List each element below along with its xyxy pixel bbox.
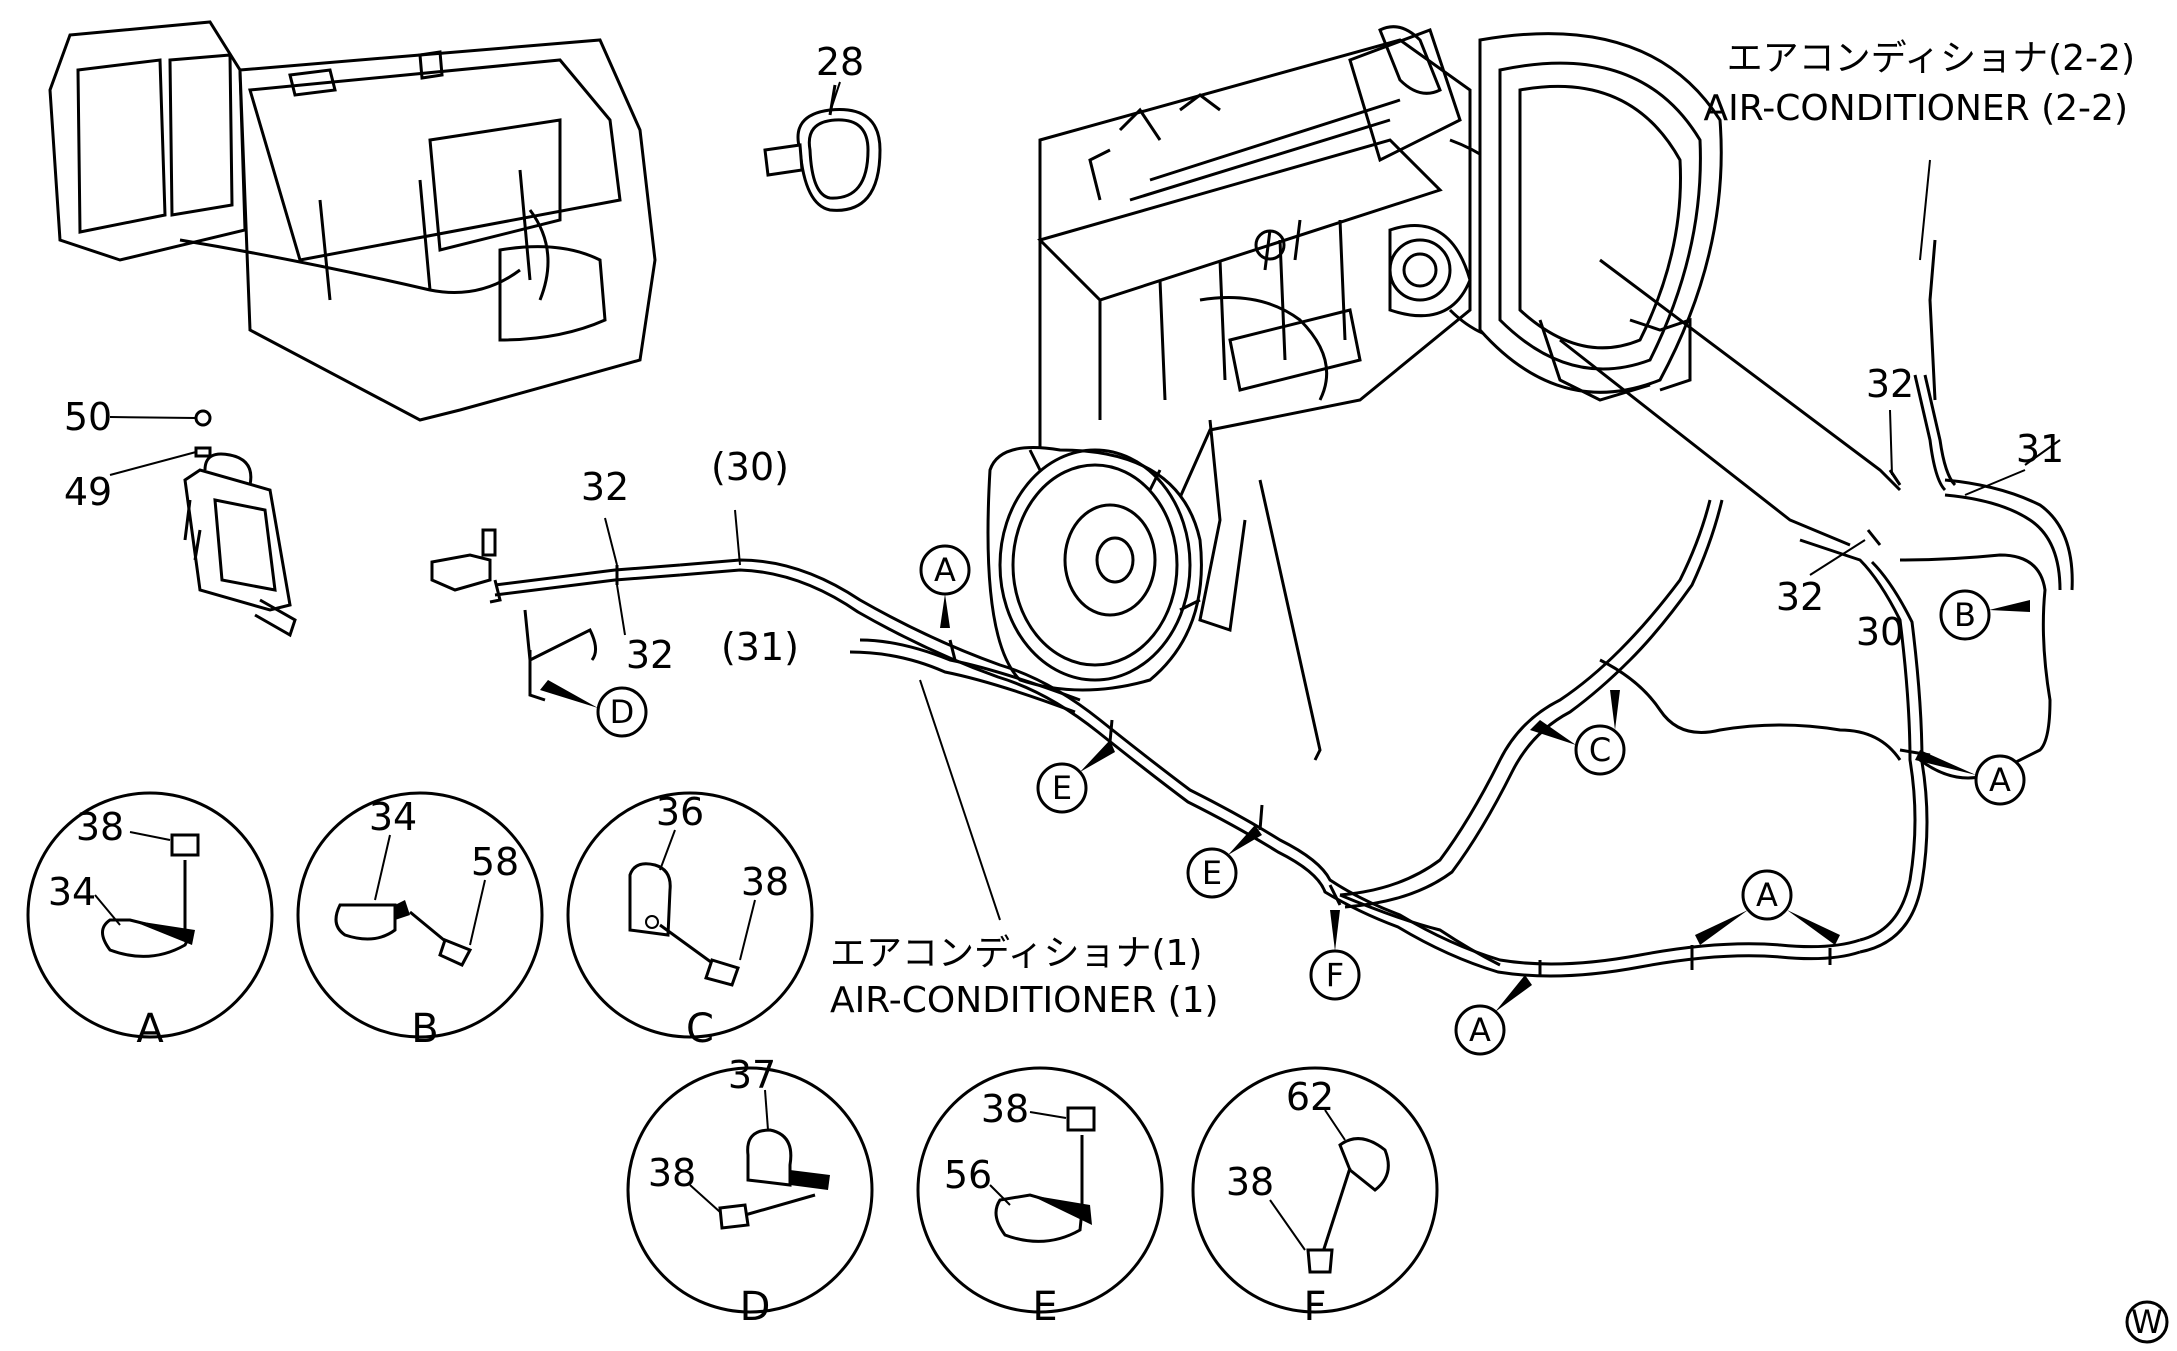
detail-F-label: F xyxy=(1303,1284,1326,1330)
detail-view-C: 36 38 C xyxy=(566,790,814,1052)
view-ref-B: B xyxy=(1939,589,2030,641)
view-ref-A4: A xyxy=(1695,869,1840,945)
callout-32-a: 32 xyxy=(581,465,629,509)
view-ref-E1: E xyxy=(1036,740,1115,814)
receiver-bracket-illustration xyxy=(183,409,297,638)
flywheel-housing-illustration xyxy=(986,446,1203,692)
title-ac22-jp: エアコンディショナ(2-2) xyxy=(1727,38,2135,79)
detail-C-part-2: 38 xyxy=(741,860,789,904)
svg-text:A: A xyxy=(1989,761,2011,799)
callout-30-paren: (30) xyxy=(711,445,789,489)
excavator-illustration xyxy=(48,20,657,422)
detail-view-E: 38 56 E xyxy=(916,1066,1164,1330)
detail-view-A: 38 34 A xyxy=(26,791,274,1052)
callout-49: 49 xyxy=(64,470,112,514)
callout-32-b: 32 xyxy=(626,633,674,677)
callout-31: 31 xyxy=(2016,427,2064,471)
callout-31-paren: (31) xyxy=(721,625,799,669)
view-ref-A2: A xyxy=(1915,750,2026,806)
view-ref-C: C xyxy=(1530,690,1626,776)
view-ref-E2: E xyxy=(1186,825,1262,899)
detail-A-part-2: 34 xyxy=(48,870,96,914)
callout-28: 28 xyxy=(816,40,864,84)
detail-C-part-1: 36 xyxy=(656,790,704,834)
svg-text:A: A xyxy=(1469,1011,1491,1049)
callout-32-d: 32 xyxy=(1776,575,1824,619)
svg-text:A: A xyxy=(1756,876,1778,914)
svg-text:C: C xyxy=(1589,731,1611,769)
title-ac1-en: AIR-CONDITIONER (1) xyxy=(830,980,1219,1021)
detail-B-part-1: 34 xyxy=(369,795,417,839)
detail-B-part-2: 58 xyxy=(471,840,519,884)
fan-shroud-illustration xyxy=(1478,32,1723,402)
callout-50: 50 xyxy=(64,395,112,439)
detail-view-F: 62 38 F xyxy=(1191,1066,1439,1330)
detail-C-label: C xyxy=(686,1006,714,1052)
detail-D-part-2: 38 xyxy=(648,1151,696,1195)
svg-text:W: W xyxy=(2131,1303,2163,1341)
detail-view-D: 37 38 D xyxy=(626,1053,874,1330)
detail-view-B: 34 58 B xyxy=(296,791,544,1052)
detail-E-part-2: 56 xyxy=(944,1153,992,1197)
detail-A-label: A xyxy=(136,1006,164,1052)
detail-D-label: D xyxy=(740,1284,771,1330)
receiver-lines-illustration xyxy=(430,528,681,702)
refrigerant-hoses xyxy=(679,239,2074,978)
view-ref-F: F xyxy=(1309,910,1361,1001)
title-ac1-jp: エアコンディショナ(1) xyxy=(830,933,1202,974)
detail-D-part-1: 37 xyxy=(728,1053,776,1097)
view-ref-A1: A xyxy=(919,544,971,628)
svg-text:E: E xyxy=(1052,769,1072,807)
svg-text:D: D xyxy=(610,693,635,731)
callout-32-c: 32 xyxy=(1866,362,1914,406)
svg-text:B: B xyxy=(1954,596,1976,634)
detail-F-part-2: 38 xyxy=(1226,1160,1274,1204)
detail-B-label: B xyxy=(411,1006,438,1052)
svg-text:A: A xyxy=(934,551,956,589)
svg-text:F: F xyxy=(1326,956,1344,994)
svg-text:E: E xyxy=(1202,854,1222,892)
callout-30: 30 xyxy=(1856,610,1904,654)
detail-E-part-1: 38 xyxy=(981,1087,1029,1131)
band-clamp-28 xyxy=(763,84,882,212)
detail-F-part-1: 62 xyxy=(1286,1075,1334,1119)
detail-E-label: E xyxy=(1032,1284,1057,1330)
view-ref-D: D xyxy=(540,680,648,738)
detail-A-part-1: 38 xyxy=(76,805,124,849)
view-ref-A3: A xyxy=(1454,975,1532,1056)
leader-lines xyxy=(109,81,2061,921)
corner-mark: W xyxy=(2125,1300,2169,1344)
title-ac22-en: AIR-CONDITIONER (2-2) xyxy=(1704,88,2129,129)
hose-clamps xyxy=(615,469,1931,975)
